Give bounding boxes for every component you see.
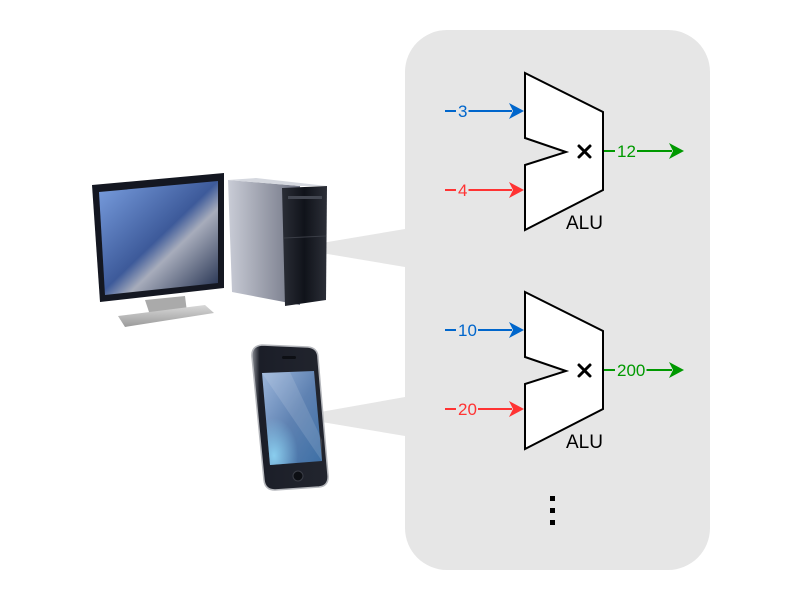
callout-desktop: [292, 229, 405, 267]
output-arrow-value: 200: [617, 361, 645, 380]
alu-label: ALU: [566, 213, 603, 234]
input-a-arrow-arrowhead-icon: [509, 103, 524, 119]
output-arrow-value: 12: [617, 142, 636, 161]
server-panel: [405, 30, 710, 570]
input-b-arrow: 20: [445, 400, 524, 419]
input-b-arrow-value: 20: [458, 400, 477, 419]
input-a-arrow-value: 10: [458, 321, 477, 340]
alu-block: ALU 3 4 12: [445, 71, 684, 234]
multiply-icon: [577, 363, 592, 378]
input-b-arrow-arrowhead-icon: [509, 182, 524, 198]
input-b-arrow-value: 4: [458, 181, 467, 200]
multiply-icon: [577, 144, 592, 159]
callout-phone: [292, 397, 405, 436]
input-a-arrow-arrowhead-icon: [509, 322, 524, 338]
alu-block: ALU 10 20 200: [445, 290, 684, 453]
continuation-ellipsis: [550, 496, 555, 525]
input-b-arrow: 4: [445, 181, 524, 200]
output-arrow-arrowhead-icon: [669, 143, 684, 159]
input-b-arrow-arrowhead-icon: [509, 401, 524, 417]
input-a-arrow: 10: [445, 321, 524, 340]
input-a-arrow: 3: [445, 102, 524, 121]
output-arrow-arrowhead-icon: [669, 362, 684, 378]
alu-shape: [524, 71, 604, 232]
smartphone-icon: [251, 344, 329, 491]
alu-shape: [524, 290, 604, 451]
output-arrow: 12: [604, 142, 684, 161]
desktop-computer-icon: [92, 173, 327, 327]
input-a-arrow-value: 3: [458, 102, 467, 121]
alu-label: ALU: [566, 432, 603, 453]
output-arrow: 200: [604, 361, 684, 380]
